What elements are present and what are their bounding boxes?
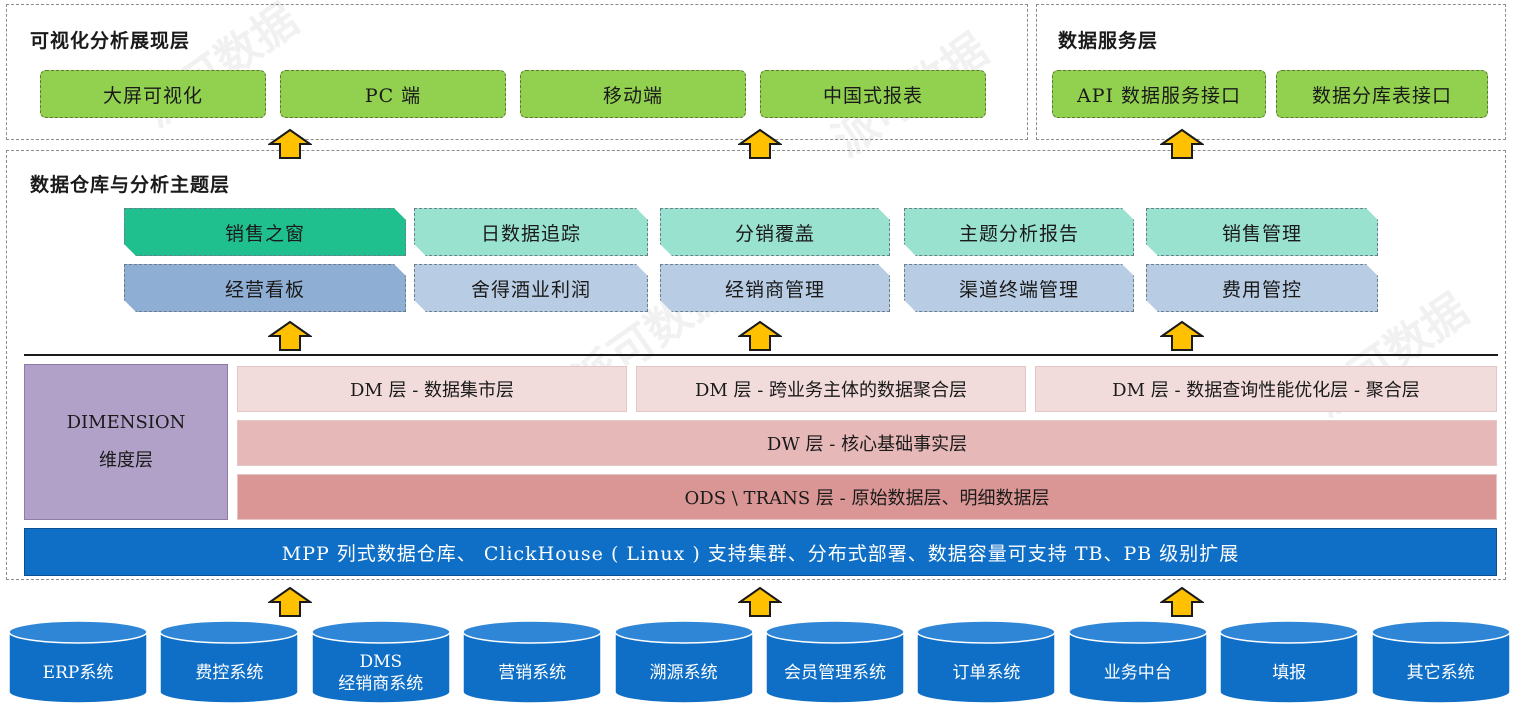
up-arrow-icon — [1160, 320, 1204, 351]
database-icon — [462, 620, 602, 704]
service-item-api: API 数据服务接口 — [1052, 70, 1266, 118]
database-icon — [1068, 620, 1208, 704]
data-service-layer-panel — [1036, 4, 1506, 140]
source-system-label: 营销系统 — [462, 648, 602, 698]
ods-layer: ODS \ TRANS 层 - 原始数据层、明细数据层 — [237, 474, 1497, 520]
data-service-layer-title: 数据服务层 — [1058, 30, 1159, 52]
database-icon — [311, 620, 451, 704]
dimension-label-en: DIMENSION — [66, 412, 186, 433]
layer-separator — [24, 354, 1498, 356]
source-system-name: 营销系统 — [498, 663, 567, 683]
source-system-name: 填报 — [1272, 663, 1307, 683]
database-icon — [613, 620, 754, 704]
source-system-db: 溯源系统 — [613, 620, 754, 704]
theme-dealer-management: 经销商管理 — [660, 264, 890, 312]
visualization-layer-panel — [6, 4, 1028, 140]
theme-profit: 舍得酒业利润 — [414, 264, 648, 312]
source-system-name-line2: 经销商系统 — [338, 674, 424, 694]
up-arrow-icon — [268, 586, 312, 617]
theme-channel-terminal: 渠道终端管理 — [904, 264, 1134, 312]
source-system-db: 其它系统 — [1370, 620, 1511, 704]
source-system-label: ERP系统 — [8, 648, 148, 698]
viz-item-chinese-report: 中国式报表 — [760, 70, 986, 118]
up-arrow-icon — [738, 586, 782, 617]
dimension-layer: DIMENSION 维度层 — [24, 364, 228, 520]
database-icon — [1370, 620, 1511, 704]
theme-sales-management: 销售管理 — [1146, 208, 1378, 256]
source-system-name: 其它系统 — [1406, 663, 1475, 683]
source-system-db: 填报 — [1219, 620, 1359, 704]
theme-business-dashboard: 经营看板 — [124, 264, 406, 312]
database-icon — [8, 620, 148, 704]
dw-layer: DW 层 - 核心基础事实层 — [237, 420, 1497, 466]
source-system-name: 订单系统 — [952, 663, 1021, 683]
source-system-label: 其它系统 — [1371, 648, 1511, 698]
visualization-layer-title: 可视化分析展现层 — [30, 30, 191, 52]
dm-layer-query-optimization: DM 层 - 数据查询性能优化层 - 聚合层 — [1035, 366, 1497, 412]
viz-item-big-screen: 大屏可视化 — [40, 70, 266, 118]
source-system-name: 费控系统 — [195, 663, 264, 683]
theme-sales-window: 销售之窗 — [124, 208, 406, 256]
source-system-db: 费控系统 — [159, 620, 300, 704]
warehouse-layer-title: 数据仓库与分析主题层 — [30, 174, 231, 196]
source-system-db: 营销系统 — [462, 620, 602, 704]
dm-layer-cross-business: DM 层 - 跨业务主体的数据聚合层 — [636, 366, 1026, 412]
service-item-db-table: 数据分库表接口 — [1276, 70, 1488, 118]
up-arrow-icon — [268, 320, 312, 351]
source-system-db: ERP系统 — [8, 620, 148, 704]
up-arrow-icon — [738, 320, 782, 351]
source-system-label: 填报 — [1219, 648, 1359, 698]
source-system-name: 溯源系统 — [649, 663, 718, 683]
viz-item-mobile: 移动端 — [520, 70, 746, 118]
theme-distribution-coverage: 分销覆盖 — [660, 208, 890, 256]
up-arrow-icon — [1160, 128, 1204, 159]
up-arrow-icon — [268, 128, 312, 159]
source-system-db: 业务中台 — [1068, 620, 1208, 704]
source-system-label: 业务中台 — [1068, 648, 1208, 698]
source-system-label: 会员管理系统 — [765, 648, 905, 698]
source-system-name: ERP系统 — [42, 663, 114, 683]
source-system-name: 会员管理系统 — [784, 663, 886, 683]
database-icon — [916, 620, 1057, 704]
theme-expense-control: 费用管控 — [1146, 264, 1378, 312]
database-icon — [765, 620, 905, 704]
source-system-name: DMS — [359, 652, 403, 672]
database-icon — [159, 620, 300, 704]
source-system-label: 溯源系统 — [614, 648, 754, 698]
up-arrow-icon — [738, 128, 782, 159]
mpp-storage-bar: MPP 列式数据仓库、 ClickHouse ( Linux ) 支持集群、分布… — [24, 528, 1497, 576]
theme-analysis-report: 主题分析报告 — [904, 208, 1134, 256]
dm-layer-data-mart: DM 层 - 数据集市层 — [237, 366, 627, 412]
theme-daily-tracking: 日数据追踪 — [414, 208, 648, 256]
source-system-label: 订单系统 — [916, 648, 1056, 698]
source-system-name: 业务中台 — [1103, 663, 1172, 683]
dimension-label-cn: 维度层 — [99, 450, 153, 471]
database-icon — [1219, 620, 1359, 704]
source-system-label: 费控系统 — [159, 648, 299, 698]
source-system-db: 会员管理系统 — [765, 620, 905, 704]
up-arrow-icon — [1160, 586, 1204, 617]
source-system-db: 订单系统 — [916, 620, 1057, 704]
viz-item-pc: PC 端 — [280, 70, 506, 118]
